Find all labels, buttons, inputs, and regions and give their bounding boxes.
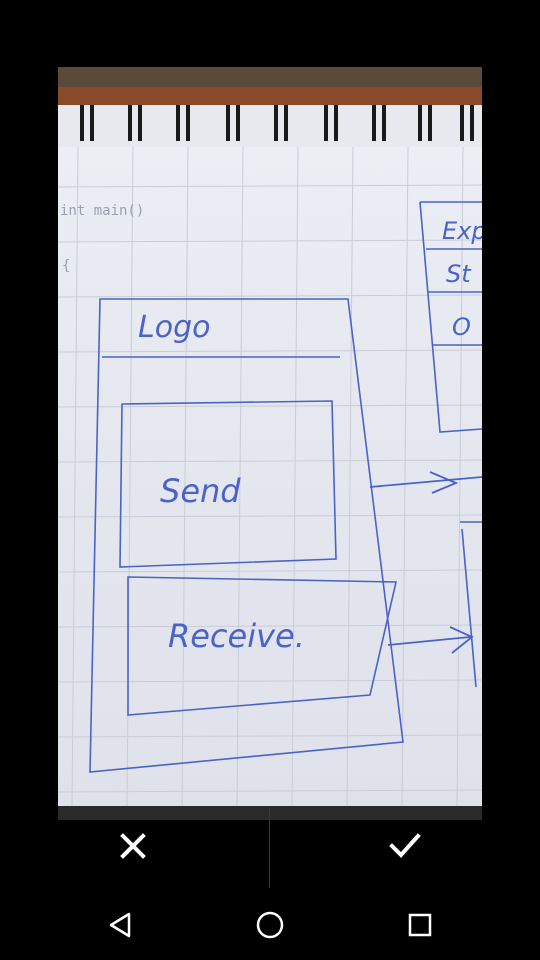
code-line-main: int main() (60, 203, 144, 219)
close-icon (120, 833, 146, 859)
checkmark-icon (389, 833, 421, 858)
back-triangle-icon (109, 912, 131, 938)
sketch-receive-label: Receive. (168, 617, 305, 655)
system-navigation-bar (0, 890, 540, 960)
home-circle-icon (256, 911, 284, 939)
sketch-receive-box (127, 576, 398, 716)
nav-back-button[interactable] (90, 903, 150, 947)
sketch-arrows (369, 471, 482, 654)
captured-photo: int main() { Logo Send Receive. (58, 67, 482, 806)
nav-recents-button[interactable] (390, 903, 450, 947)
sketch-side-label-3: O (452, 313, 471, 341)
spiral-binding (80, 105, 474, 141)
sketch-send-label: Send (160, 472, 241, 510)
sketch-send-box (119, 400, 337, 568)
sketch-logo-label: Logo (138, 310, 210, 345)
cancel-button[interactable] (103, 816, 163, 876)
code-line-brace: { (62, 258, 70, 274)
nav-home-button[interactable] (240, 903, 300, 947)
notebook-sketch: int main() { Logo Send Receive. (58, 67, 482, 806)
sketch-side-label-2: St (446, 260, 472, 288)
sketch-side-label-1: Exp (442, 217, 482, 245)
photo-bottom-strip (58, 806, 482, 820)
recents-square-icon (408, 913, 432, 937)
sketch-outer-frame (89, 298, 404, 773)
confirm-button[interactable] (375, 816, 435, 876)
sketch-side-box (419, 201, 482, 688)
review-action-bar (0, 820, 540, 890)
action-divider (269, 808, 270, 888)
